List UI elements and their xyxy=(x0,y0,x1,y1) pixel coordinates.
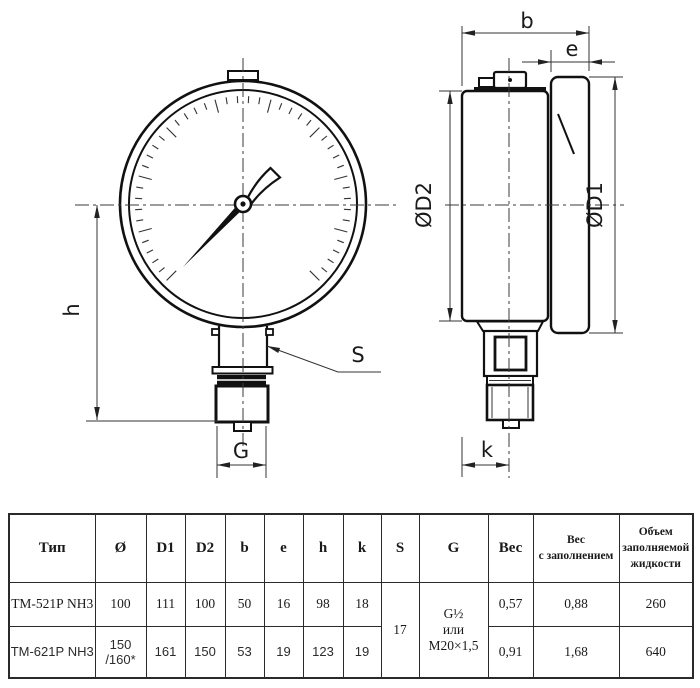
cell-b: 53 xyxy=(224,625,265,679)
front-view: h G S xyxy=(60,58,400,478)
spec-table: Тип Ø D1 D2 b e h k S G Вес Вес с заполн… xyxy=(8,513,694,679)
cell-h: 123 xyxy=(302,625,344,679)
dimension-d2: ØD2 xyxy=(412,90,462,322)
cell-d1: 161 xyxy=(145,625,186,679)
cell-d1: 111 xyxy=(145,581,186,627)
label-s: S xyxy=(351,343,364,367)
needle-hub-dot xyxy=(240,201,246,207)
side-view: b e ØD2 xyxy=(412,9,624,478)
col-header-volume: Объем заполняемой жидкости xyxy=(618,513,694,583)
cell-g-merged: G½ или M20×1,5 xyxy=(418,581,489,679)
dimension-k: k xyxy=(461,437,509,477)
label-k: k xyxy=(481,438,494,462)
label-b: b xyxy=(520,9,533,33)
dial-ticks xyxy=(135,96,351,281)
neck-ear-left xyxy=(211,328,220,336)
cell-s-merged: 17 xyxy=(380,581,420,679)
stem-tip-side xyxy=(502,419,520,429)
cell-volume: 260 xyxy=(618,581,694,627)
cell-e: 16 xyxy=(263,581,304,627)
col-header-weight: Вес xyxy=(487,513,534,583)
col-header-b: b xyxy=(224,513,265,583)
dimension-e: e xyxy=(522,37,615,72)
col-header-g: G xyxy=(418,513,489,583)
needle-counterweight xyxy=(245,166,282,205)
cell-h: 98 xyxy=(302,581,344,627)
cell-d2: 100 xyxy=(184,581,226,627)
cell-k: 19 xyxy=(342,625,382,679)
spec-table-grid: Тип Ø D1 D2 b e h k S G Вес Вес с заполн… xyxy=(8,513,694,679)
hex-nut-side xyxy=(493,335,528,372)
dimension-d1: ØD1 xyxy=(583,76,623,334)
leader-s: S xyxy=(266,343,381,373)
dimension-g: G xyxy=(216,426,267,478)
cell-d2: 150 xyxy=(184,625,226,679)
col-header-h: h xyxy=(302,513,344,583)
cell-weight-filled: 1,68 xyxy=(532,625,620,679)
case-body xyxy=(460,89,550,323)
technical-drawing: h G S xyxy=(60,9,624,478)
side-stem xyxy=(475,320,545,429)
thread-block-side xyxy=(485,383,535,422)
cell-weight: 0,57 xyxy=(487,581,534,627)
label-e: e xyxy=(566,37,579,61)
stem-collar-side xyxy=(475,320,545,332)
col-header-d2: D2 xyxy=(184,513,226,583)
cell-diameter: 100 xyxy=(94,581,147,627)
col-header-weight-filled: Вес с заполнением xyxy=(532,513,620,583)
hex-nut xyxy=(214,384,270,424)
header-row: Тип Ø D1 D2 b e h k S G Вес Вес с заполн… xyxy=(8,513,694,583)
cell-volume: 640 xyxy=(618,625,694,679)
cell-b: 50 xyxy=(224,581,265,627)
cell-weight: 0,91 xyxy=(487,625,534,679)
label-d1: ØD1 xyxy=(583,182,607,228)
table-row: ТМ-521Р NH3 100 111 100 50 16 98 18 17 G… xyxy=(8,581,694,679)
glass-reflection xyxy=(557,113,575,155)
col-header-s: S xyxy=(380,513,420,583)
cell-type: ТМ-521Р NH3 xyxy=(8,581,96,627)
cell-k: 18 xyxy=(342,581,382,627)
cell-type: ТМ-621Р NH3 xyxy=(8,625,96,679)
col-header-k: k xyxy=(342,513,382,583)
needle xyxy=(183,166,282,267)
needle-pointer xyxy=(183,201,246,267)
cell-weight-filled: 0,88 xyxy=(532,581,620,627)
col-header-diameter: Ø xyxy=(94,513,147,583)
col-header-d1: D1 xyxy=(145,513,186,583)
dimension-h: h xyxy=(60,205,218,422)
label-g: G xyxy=(233,439,249,463)
dimension-b: b xyxy=(461,9,590,86)
cell-e: 19 xyxy=(263,625,304,679)
col-header-e: e xyxy=(263,513,304,583)
neck-ear-right xyxy=(265,328,274,336)
table-row: ТМ-621Р NH3 150 /160* 161 150 53 19 123 … xyxy=(8,625,694,679)
cell-diameter: 150 /160* xyxy=(94,625,147,679)
col-header-type: Тип xyxy=(8,513,96,583)
label-d2: ØD2 xyxy=(412,182,436,228)
case-top-face xyxy=(474,87,546,92)
label-h: h xyxy=(60,303,84,316)
